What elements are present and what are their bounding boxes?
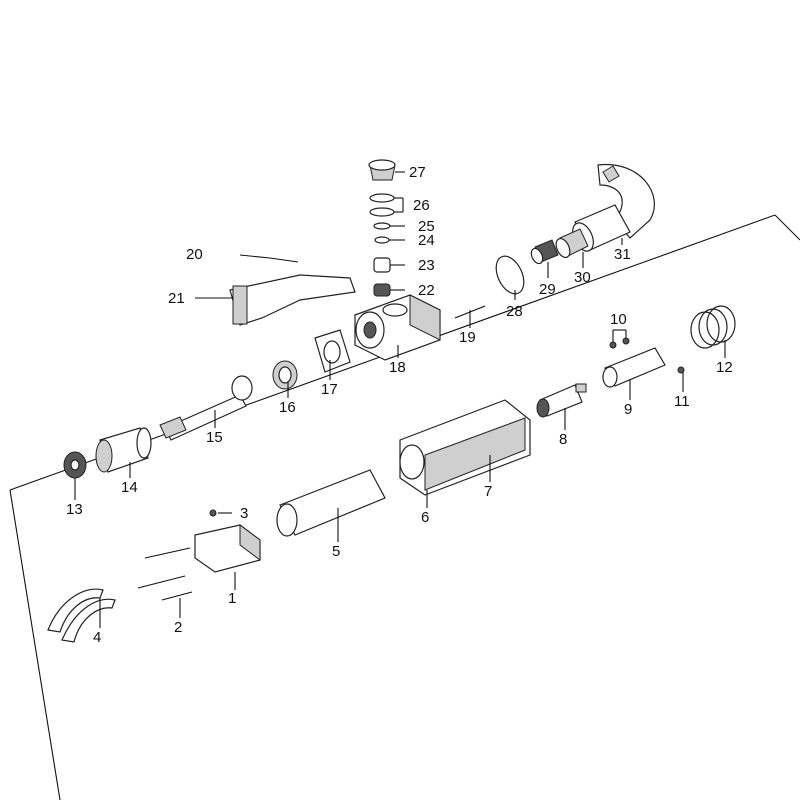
callout-24: 24 <box>418 232 435 249</box>
part-5-tube <box>276 469 386 537</box>
part-10-screw-a <box>609 341 617 349</box>
part-21-lever <box>229 274 356 326</box>
part-16-clip <box>272 360 298 390</box>
callout-31: 31 <box>614 246 631 263</box>
part-24-washer <box>374 236 390 244</box>
leader-lines <box>74 171 726 628</box>
part-4-chisel <box>47 588 116 643</box>
callout-17: 17 <box>321 381 338 398</box>
callout-14: 14 <box>121 479 138 496</box>
part-2-pins <box>137 547 193 601</box>
part-27-cap <box>368 159 396 181</box>
part-22-spring-seat <box>373 283 391 297</box>
part-25-washer <box>373 222 391 230</box>
callout-25: 25 <box>418 218 435 235</box>
callout-8: 8 <box>559 431 567 448</box>
part-23-plunger <box>373 257 391 273</box>
part-26-seal-lower <box>369 207 395 217</box>
part-11-screw <box>677 366 685 374</box>
part-30-fitting <box>555 228 589 259</box>
callout-23: 23 <box>418 257 435 274</box>
callout-18: 18 <box>389 359 406 376</box>
callout-27: 27 <box>409 164 426 181</box>
callout-11: 11 <box>674 393 690 410</box>
callout-4: 4 <box>93 629 101 646</box>
part-7-motor-housing <box>399 399 531 496</box>
part-20-pin <box>269 257 299 263</box>
part-17-gasket <box>314 329 351 373</box>
callout-7: 7 <box>484 483 492 500</box>
part-18-valve-body <box>354 294 441 361</box>
callout-1: 1 <box>228 590 236 607</box>
part-26-seal-upper <box>369 193 395 203</box>
callout-21: 21 <box>168 290 185 307</box>
callout-9: 9 <box>624 401 632 418</box>
part-10-screw-b <box>622 337 630 345</box>
callout-labels: 1 2 3 4 5 6 7 8 9 10 11 12 13 14 15 16 1… <box>66 164 733 646</box>
part-1-head-block <box>194 524 261 573</box>
part-31-hose <box>572 163 655 252</box>
callout-2: 2 <box>174 619 182 636</box>
callout-29: 29 <box>539 281 556 298</box>
callout-10: 10 <box>610 311 627 328</box>
part-15-shaft <box>159 375 253 441</box>
callout-26: 26 <box>413 197 430 214</box>
callout-6: 6 <box>421 509 429 526</box>
part-14-cylinder <box>95 427 152 473</box>
callout-19: 19 <box>459 329 476 346</box>
part-3-screw <box>209 509 217 517</box>
part-8-adapter <box>536 383 587 418</box>
callout-13: 13 <box>66 501 83 518</box>
callout-28: 28 <box>506 303 523 320</box>
callout-22: 22 <box>418 282 435 299</box>
part-12-spring <box>690 305 736 349</box>
callout-20: 20 <box>186 246 203 263</box>
callout-5: 5 <box>332 543 340 560</box>
part-13-bearing <box>63 451 87 479</box>
callout-12: 12 <box>716 359 733 376</box>
callout-16: 16 <box>279 399 296 416</box>
callout-3: 3 <box>240 505 248 522</box>
part-28-ring <box>495 255 525 295</box>
callout-15: 15 <box>206 429 223 446</box>
part-29-nipple <box>530 239 559 265</box>
part-9-sleeve <box>602 347 666 388</box>
callout-30: 30 <box>574 269 591 286</box>
